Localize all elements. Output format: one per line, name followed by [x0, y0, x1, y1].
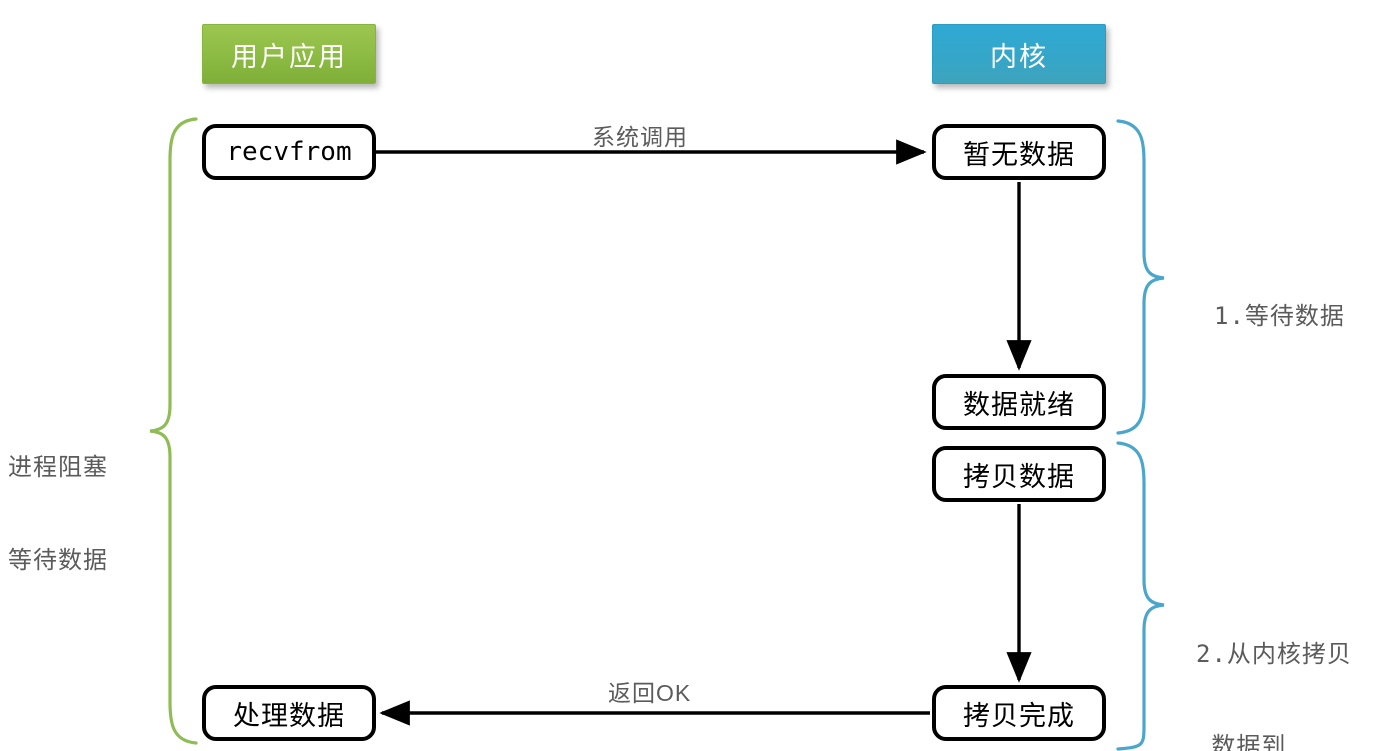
edge-label-syscall-text: 系统调用	[592, 124, 688, 150]
lane-header-kernel: 内核	[932, 24, 1106, 84]
edge-label-return-ok-text: 返回OK	[608, 680, 692, 706]
annotation-process-blocked-line2: 等待数据	[8, 546, 108, 574]
phase1-brace	[1116, 119, 1165, 435]
node-copy-data: 拷贝数据	[932, 446, 1106, 502]
lane-header-user-label: 用户应用	[231, 41, 347, 72]
node-copy-done-label: 拷贝完成	[963, 700, 1075, 731]
edge-label-return-ok: 返回OK	[608, 674, 691, 708]
node-copy-data-label: 拷贝数据	[963, 461, 1075, 492]
annotation-phase1: 1.等待数据	[1214, 240, 1345, 394]
phase2-brace	[1116, 441, 1165, 751]
node-no-data-label: 暂无数据	[963, 139, 1075, 170]
node-recvfrom: recvfrom	[202, 124, 376, 180]
lane-header-kernel-label: 内核	[990, 41, 1048, 72]
node-copy-done: 拷贝完成	[932, 685, 1106, 741]
edge-label-syscall: 系统调用	[592, 118, 688, 152]
node-handle-data: 处理数据	[202, 685, 376, 741]
node-recvfrom-label: recvfrom	[226, 137, 352, 167]
node-no-data: 暂无数据	[932, 124, 1106, 180]
node-data-ready: 数据就绪	[932, 374, 1106, 430]
lane-header-user: 用户应用	[202, 24, 376, 84]
annotation-phase2-line2: 数据到	[1196, 732, 1287, 751]
annotation-process-blocked: 进程阻塞 等待数据	[8, 392, 108, 638]
process-blocked-brace	[149, 117, 198, 745]
annotation-phase2-line1: 2.从内核拷贝	[1196, 640, 1352, 669]
annotation-phase1-line1: 1.等待数据	[1214, 302, 1345, 331]
annotation-process-blocked-line1: 进程阻塞	[8, 454, 108, 482]
node-handle-data-label: 处理数据	[233, 700, 345, 731]
node-data-ready-label: 数据就绪	[963, 389, 1075, 420]
annotation-phase2: 2.从内核拷贝 数据到 用户空间	[1196, 578, 1352, 751]
